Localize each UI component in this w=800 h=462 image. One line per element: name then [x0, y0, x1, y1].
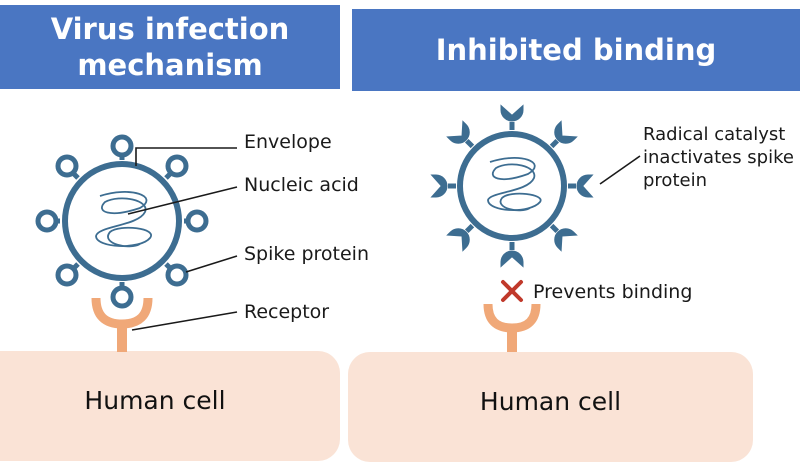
- envelope-label: Envelope: [244, 131, 332, 153]
- leader-lines-left: [127, 147, 238, 331]
- left-title-banner: Virus infection mechanism: [0, 5, 340, 89]
- prevents-binding-label: Prevents binding: [533, 281, 693, 303]
- annotation-line-2: inactivates spike: [643, 147, 794, 168]
- right-title-banner: Inhibited binding: [352, 9, 800, 91]
- receptor-right: [483, 303, 541, 352]
- left-title-line1: Virus infection: [50, 12, 290, 46]
- left-title-line2: mechanism: [77, 48, 263, 82]
- nucleic-acid-right: [487, 157, 542, 212]
- receptor-label: Receptor: [244, 301, 330, 323]
- envelope-right: [457, 131, 567, 241]
- human-cell-right-label: Human cell: [479, 386, 622, 416]
- virus-left: [35, 134, 209, 309]
- spikes-left: [35, 134, 209, 309]
- virus-right: [430, 104, 594, 268]
- spike-protein-label: Spike protein: [244, 243, 369, 265]
- envelope-left: [62, 161, 182, 281]
- leader-line-right: [599, 155, 641, 185]
- nucleic-acid-left: [95, 191, 152, 248]
- annotation-line-3: protein: [643, 170, 707, 191]
- radical-catalyst-annotation: Radical catalyst inactivates spike prote…: [643, 123, 794, 192]
- nucleic-acid-label: Nucleic acid: [244, 174, 359, 196]
- annotation-line-1: Radical catalyst: [643, 124, 786, 145]
- human-cell-right: Human cell: [348, 352, 753, 462]
- cross-mark-icon: [501, 280, 523, 302]
- right-title: Inhibited binding: [435, 33, 717, 67]
- human-cell-left: Human cell: [0, 351, 340, 461]
- receptor-left: [91, 297, 153, 352]
- inactivated-spikes-right: [430, 104, 594, 268]
- diagram-canvas: [35, 104, 641, 352]
- human-cell-left-label: Human cell: [84, 385, 226, 415]
